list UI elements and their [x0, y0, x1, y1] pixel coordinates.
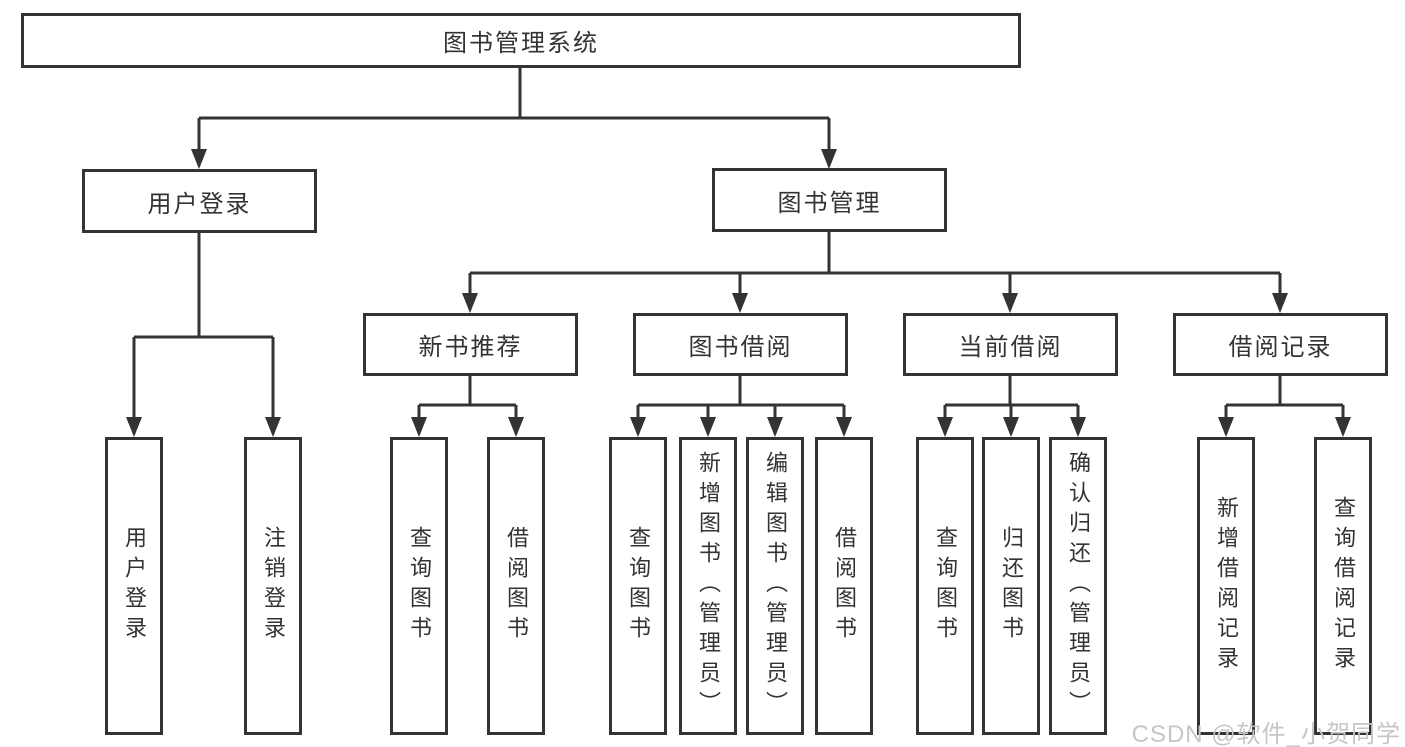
- leaf-label: 新增借阅记录: [1214, 496, 1239, 676]
- leaf-query-books-recommend: 查询图书: [390, 437, 448, 735]
- leaf-label: 新增图书（管理员）: [696, 451, 721, 721]
- leaf-borrow-books-recommend: 借阅图书: [487, 437, 545, 735]
- node-book-borrowing: 图书借阅: [633, 313, 848, 376]
- node-new-book-recommendation: 新书推荐: [363, 313, 578, 376]
- leaf-add-books-admin: 新增图书（管理员）: [679, 437, 737, 735]
- connector-path: [132, 68, 1345, 434]
- leaf-label: 查询图书: [626, 526, 651, 646]
- node-current-borrowing: 当前借阅: [903, 313, 1118, 376]
- leaf-label: 确认归还（管理员）: [1066, 451, 1091, 721]
- leaf-return-books: 归还图书: [982, 437, 1040, 735]
- leaf-logout: 注销登录: [244, 437, 302, 735]
- node-user-login-branch: 用户登录: [82, 169, 317, 233]
- leaf-label: 编辑图书（管理员）: [763, 451, 788, 721]
- leaf-label: 查询图书: [933, 526, 958, 646]
- leaf-label: 查询图书: [407, 526, 432, 646]
- leaf-user-login: 用户登录: [105, 437, 163, 735]
- leaf-query-books-current: 查询图书: [916, 437, 974, 735]
- leaf-label: 查询借阅记录: [1331, 496, 1356, 676]
- leaf-edit-books-admin: 编辑图书（管理员）: [746, 437, 804, 735]
- node-book-management-branch: 图书管理: [712, 168, 947, 232]
- leaf-label: 借阅图书: [832, 526, 857, 646]
- node-library-management-system: 图书管理系统: [21, 13, 1021, 68]
- leaf-query-borrow-record: 查询借阅记录: [1314, 437, 1372, 735]
- leaf-label: 归还图书: [999, 526, 1024, 646]
- node-borrowing-records: 借阅记录: [1173, 313, 1388, 376]
- leaf-label: 注销登录: [261, 526, 286, 646]
- leaf-add-borrow-record: 新增借阅记录: [1197, 437, 1255, 735]
- csdn-watermark: CSDN @软件_小贺同学: [1131, 721, 1401, 747]
- arrowheads: [126, 149, 1351, 437]
- leaf-label: 借阅图书: [504, 526, 529, 646]
- leaf-query-books-borrowing: 查询图书: [609, 437, 667, 735]
- leaf-label: 用户登录: [122, 526, 147, 646]
- leaf-borrow-books: 借阅图书: [815, 437, 873, 735]
- leaf-confirm-return-admin: 确认归还（管理员）: [1049, 437, 1107, 735]
